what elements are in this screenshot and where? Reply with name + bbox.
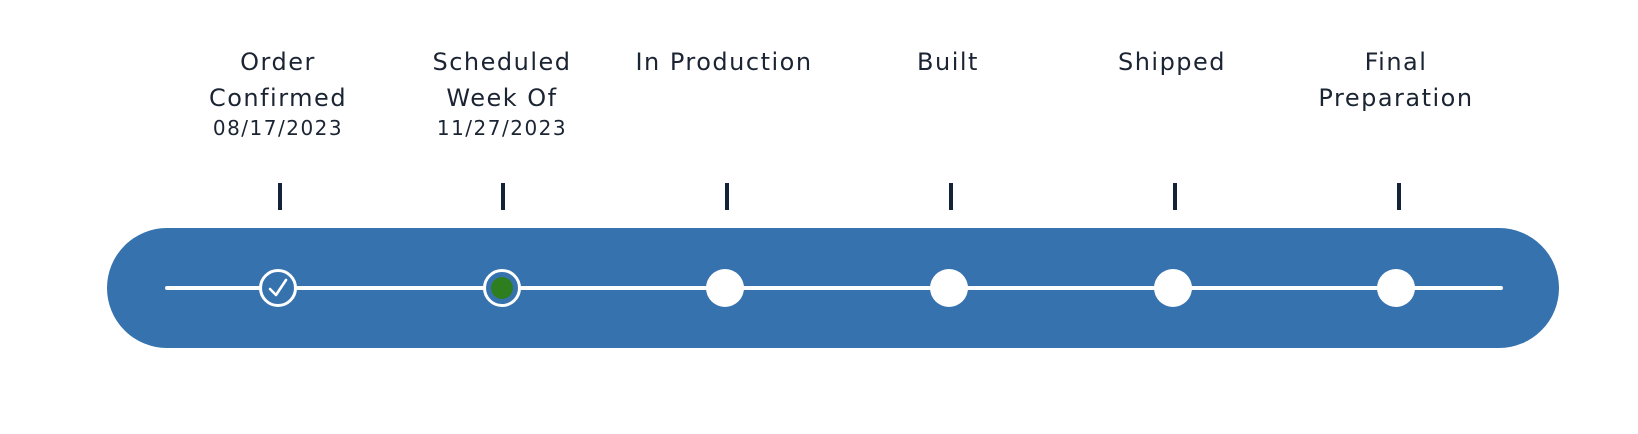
current-dot-icon [491, 277, 513, 299]
step-label-in-production: In Production [609, 44, 839, 80]
step-tick [1173, 183, 1177, 210]
step-label-final-preparation: Final Preparation [1281, 44, 1511, 116]
step-label-order-confirmed: Order Confirmed 08/17/2023 [163, 44, 393, 142]
step-date: 08/17/2023 [212, 116, 344, 140]
step-node-built [930, 269, 968, 307]
step-node-scheduled [483, 269, 521, 307]
step-date: 11/27/2023 [436, 116, 568, 140]
step-node-in-production [706, 269, 744, 307]
step-title: Scheduled Week Of [432, 48, 572, 112]
step-node-order-confirmed [259, 269, 297, 307]
step-title: Final Preparation [1318, 48, 1474, 112]
step-node-shipped [1154, 269, 1192, 307]
step-tick [501, 183, 505, 210]
step-tick [725, 183, 729, 210]
step-label-built: Built [833, 44, 1063, 80]
step-label-shipped: Shipped [1057, 44, 1287, 80]
progress-line [165, 286, 1503, 290]
step-tick [949, 183, 953, 210]
step-tick [1397, 183, 1401, 210]
step-title: Built [917, 48, 979, 76]
step-title: In Production [635, 48, 813, 76]
step-tick [278, 183, 282, 210]
step-title: Order Confirmed [208, 48, 348, 112]
checkmark-icon [268, 278, 288, 297]
step-label-scheduled: Scheduled Week Of 11/27/2023 [387, 44, 617, 142]
step-title: Shipped [1117, 48, 1227, 76]
step-node-final-preparation [1377, 269, 1415, 307]
